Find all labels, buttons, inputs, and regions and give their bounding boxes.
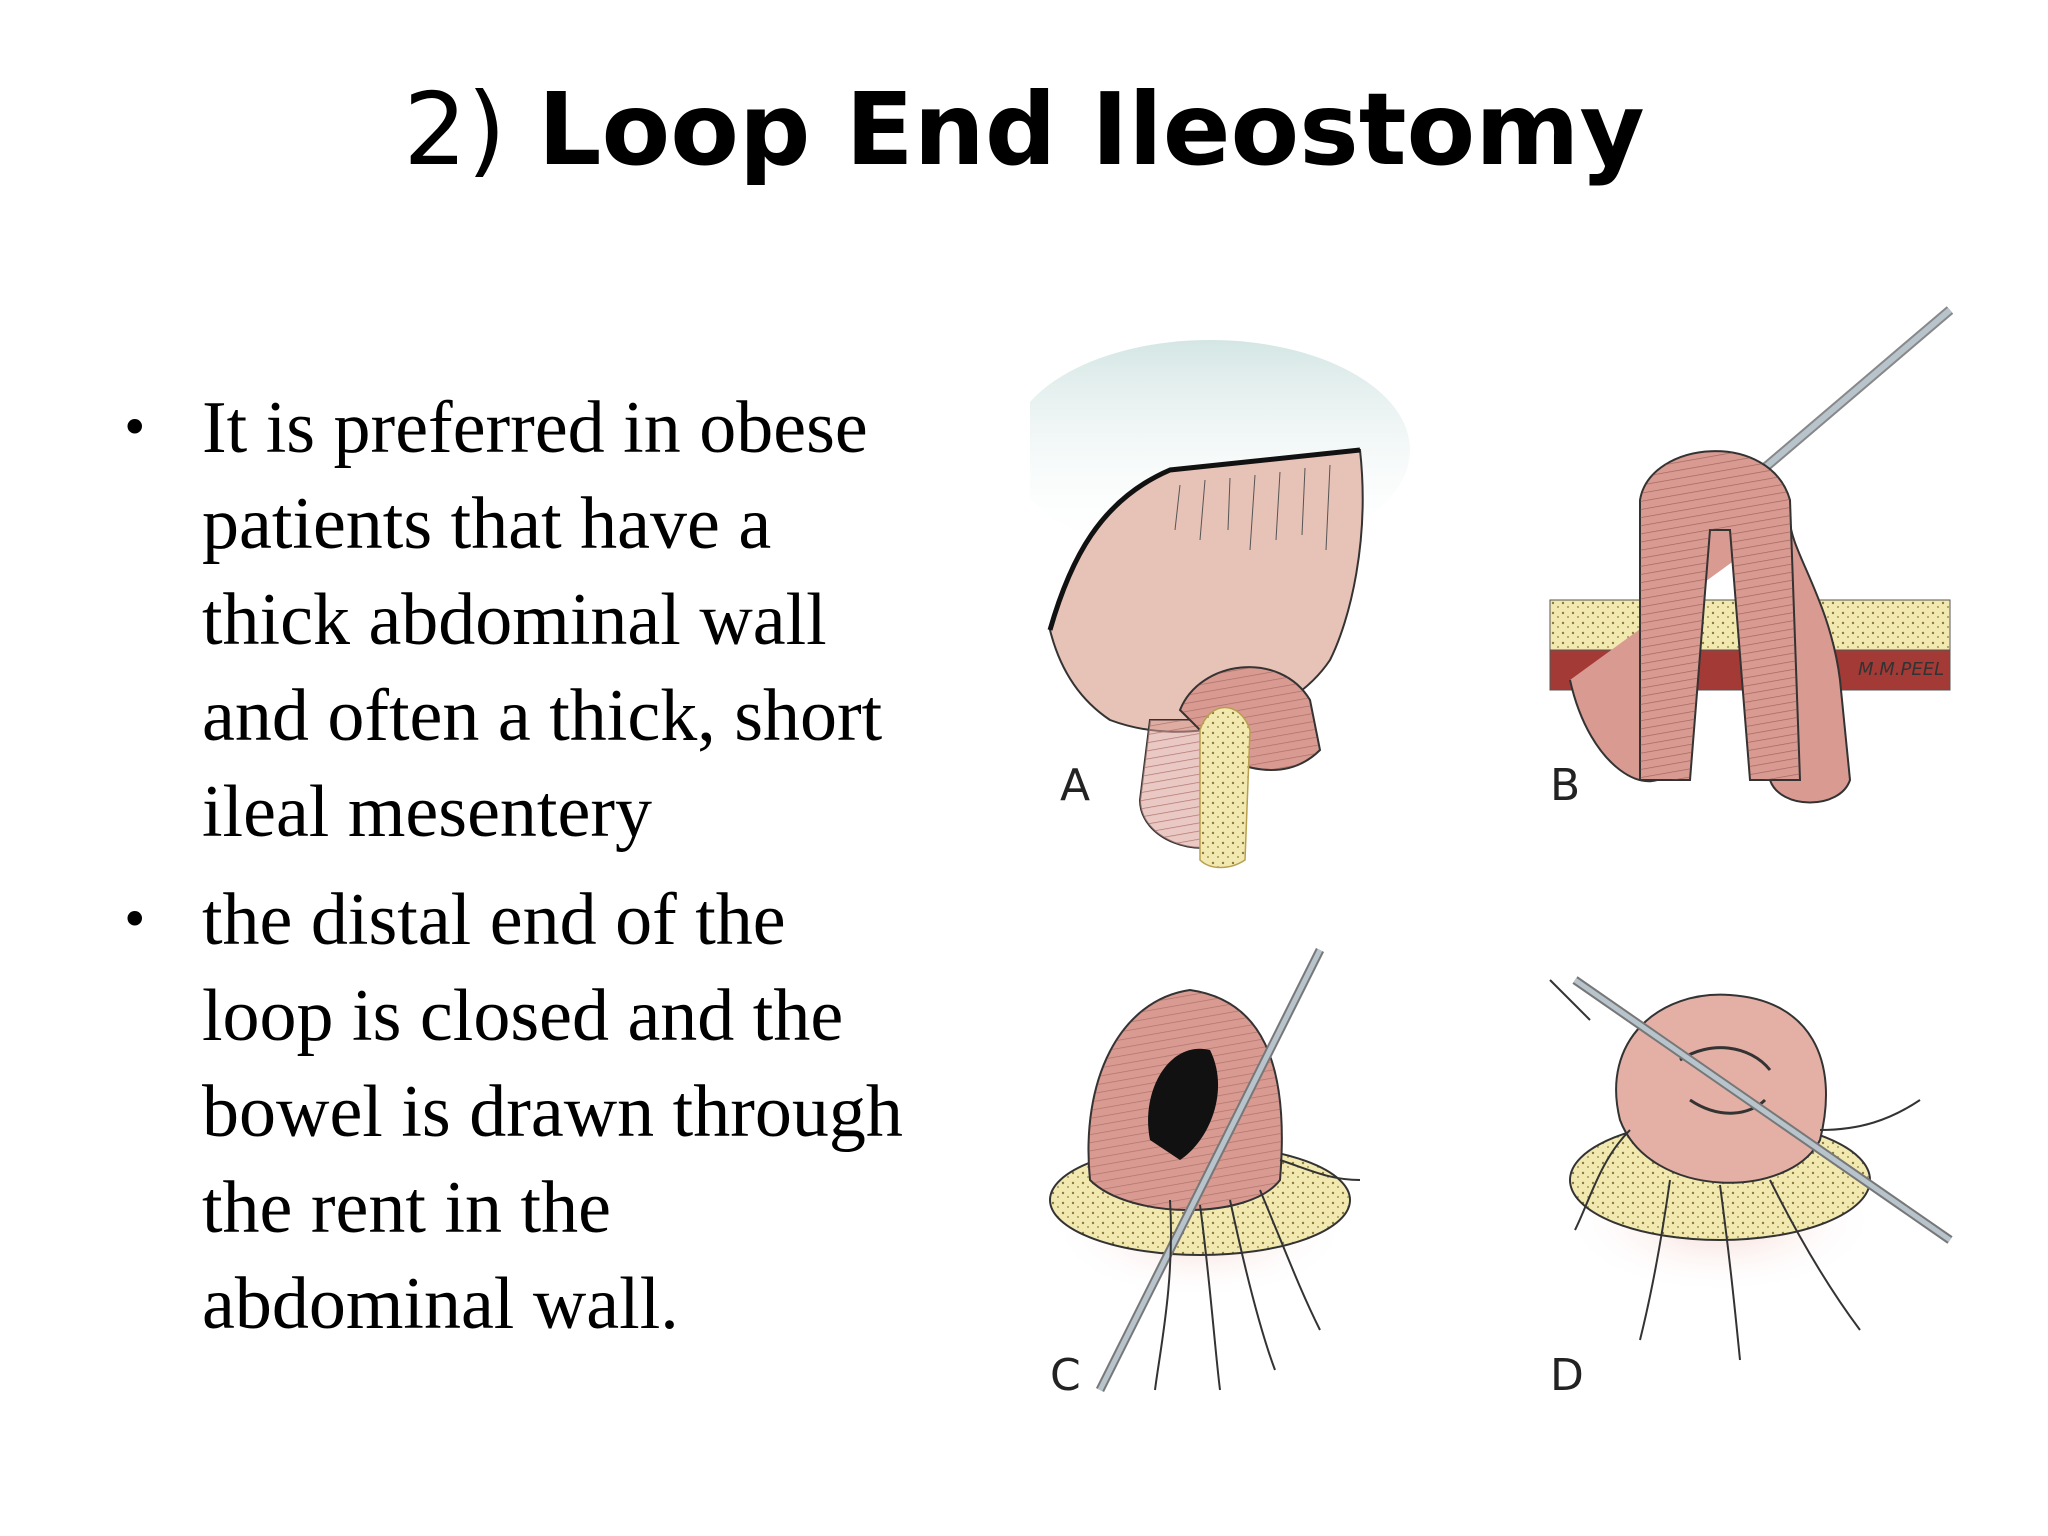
panel-label: A bbox=[1060, 760, 1090, 811]
slide-title: 2) Loop End Ileostomy bbox=[0, 60, 2048, 200]
bullet-line: bowel is drawn through bbox=[202, 1071, 903, 1153]
bullet-item: • the distal end of the loop is closed a… bbox=[120, 872, 980, 1352]
panel-c: C bbox=[1049, 947, 1361, 1401]
panel-label: C bbox=[1050, 1350, 1081, 1401]
bullet-line: thick abdominal wall bbox=[202, 579, 827, 661]
bullet-icon: • bbox=[120, 399, 150, 457]
bullet-line: It is preferred in obese bbox=[202, 387, 868, 469]
bullet-line: patients that have a bbox=[202, 483, 772, 565]
bullet-line: the rent in the bbox=[202, 1167, 611, 1249]
bullet-list: • It is preferred in obese patients that… bbox=[120, 380, 980, 1364]
panel-b: M.M.PEEL B bbox=[1549, 306, 1954, 811]
panel-d: D bbox=[1549, 976, 1953, 1401]
bullet-line: the distal end of the bbox=[202, 879, 786, 961]
bullet-line: ileal mesentery bbox=[202, 771, 652, 853]
title-number: 2) bbox=[403, 71, 506, 188]
panel-a: A bbox=[1030, 340, 1410, 869]
panel-label: B bbox=[1550, 760, 1580, 811]
panel-label: D bbox=[1550, 1350, 1584, 1401]
surgical-illustration: A M.M.PEEL B bbox=[1030, 300, 2030, 1420]
bullet-icon: • bbox=[120, 891, 150, 949]
bullet-item: • It is preferred in obese patients that… bbox=[120, 380, 980, 860]
bullet-line: and often a thick, short bbox=[202, 675, 883, 757]
title-text: Loop End Ileostomy bbox=[537, 71, 1645, 188]
illustrator-signature: M.M.PEEL bbox=[1858, 659, 1944, 680]
bullet-line: loop is closed and the bbox=[202, 975, 844, 1057]
bullet-line: abdominal wall. bbox=[202, 1263, 679, 1345]
